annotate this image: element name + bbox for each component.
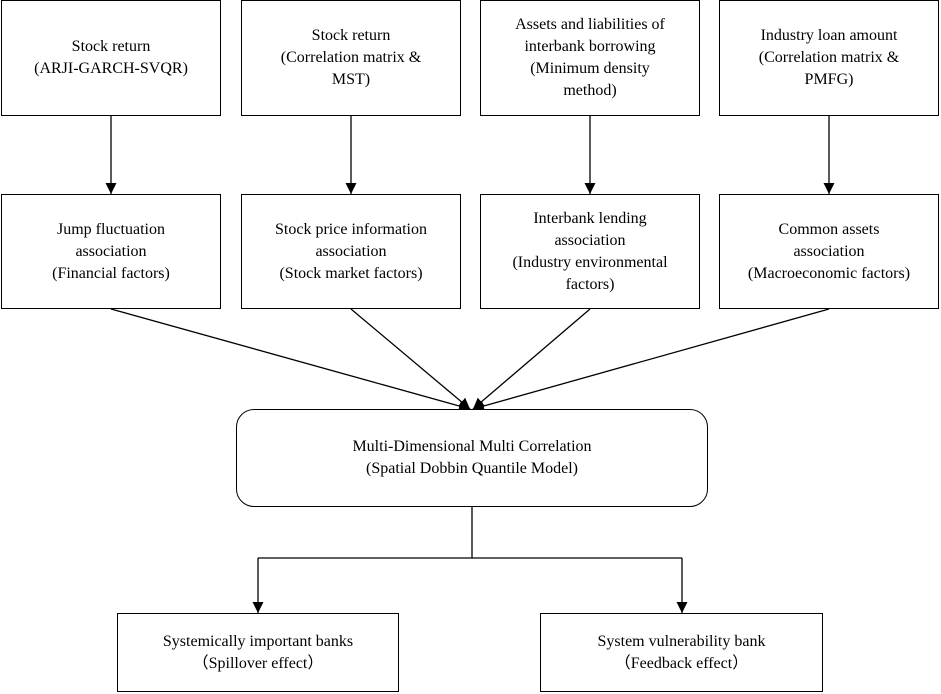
box-text-line: (Stock market factors) xyxy=(279,264,423,282)
box-text-line: (Industry environmental xyxy=(512,253,668,271)
box-text-line: Assets and liabilities of xyxy=(515,16,665,33)
box-text-line: (Minimum density xyxy=(530,60,650,77)
box-text-line: (Macroeconomic factors) xyxy=(747,264,911,282)
box-text-line: Multi-Dimensional Multi Correlation xyxy=(352,438,592,455)
box-text-line: (ARJI-GARCH-SVQR) xyxy=(34,60,188,77)
box-text-line: MST) xyxy=(331,71,371,88)
source-box-stock-return-arji: Stock return (ARJI-GARCH-SVQR) xyxy=(1,0,221,116)
arrow-association-3 xyxy=(472,308,591,410)
box-text-line: Industry loan amount xyxy=(760,27,898,44)
box-text-line: association xyxy=(793,242,865,260)
branch-connector xyxy=(258,507,473,559)
box-text-line: Jump fluctuation xyxy=(57,220,165,238)
arrow-association-4 xyxy=(472,308,830,412)
box-text-line: (Correlation matrix & xyxy=(280,49,422,66)
box-text-line: method) xyxy=(563,82,617,99)
box-text-line: interbank borrowing xyxy=(524,38,656,55)
association-box-stock-price: Stock price information association (Sto… xyxy=(241,194,461,309)
arrow-association-2 xyxy=(350,308,471,410)
box-text-line: Stock price information xyxy=(275,220,427,238)
box-text-line: PMFG) xyxy=(804,71,854,88)
association-box-common-assets: Common assets association (Macroeconomic… xyxy=(719,194,939,309)
box-text-line: association xyxy=(75,242,147,260)
association-box-interbank-lending: Interbank lending association (Industry … xyxy=(480,194,700,309)
outcome-box-systemically-important: Systemically important banks （Spillover … xyxy=(117,613,399,692)
box-text-line: Interbank lending xyxy=(533,209,647,227)
association-box-jump-fluctuation: Jump fluctuation association (Financial … xyxy=(1,194,221,309)
box-text-line: (Spatial Dobbin Quantile Model) xyxy=(366,460,578,477)
outcome-box-system-vulnerability: System vulnerability bank （Feedback effe… xyxy=(540,613,823,692)
box-text-line: （Feedback effect） xyxy=(614,654,749,672)
arrow-association-1 xyxy=(110,308,471,412)
box-text-line: Systemically important banks xyxy=(162,632,354,650)
source-box-stock-return-mst: Stock return (Correlation matrix & MST) xyxy=(241,0,461,116)
box-text-line: （Spillover effect） xyxy=(192,654,324,672)
box-text-line: association xyxy=(315,242,387,260)
box-text-line: association xyxy=(554,231,626,249)
box-text-line: (Correlation matrix & xyxy=(758,49,900,66)
box-text-line: (Financial factors) xyxy=(52,264,170,282)
box-text-line: System vulnerability bank xyxy=(597,632,766,650)
model-box: Multi-Dimensional Multi Correlation (Spa… xyxy=(236,409,708,507)
box-text-line: Stock return xyxy=(71,38,151,55)
box-text-line: factors) xyxy=(565,275,615,293)
source-box-interbank-borrowing: Assets and liabilities of interbank borr… xyxy=(480,0,700,116)
box-text-line: Stock return xyxy=(311,27,391,44)
box-text-line: Common assets xyxy=(778,220,880,238)
source-box-industry-loan: Industry loan amount (Correlation matrix… xyxy=(719,0,939,116)
